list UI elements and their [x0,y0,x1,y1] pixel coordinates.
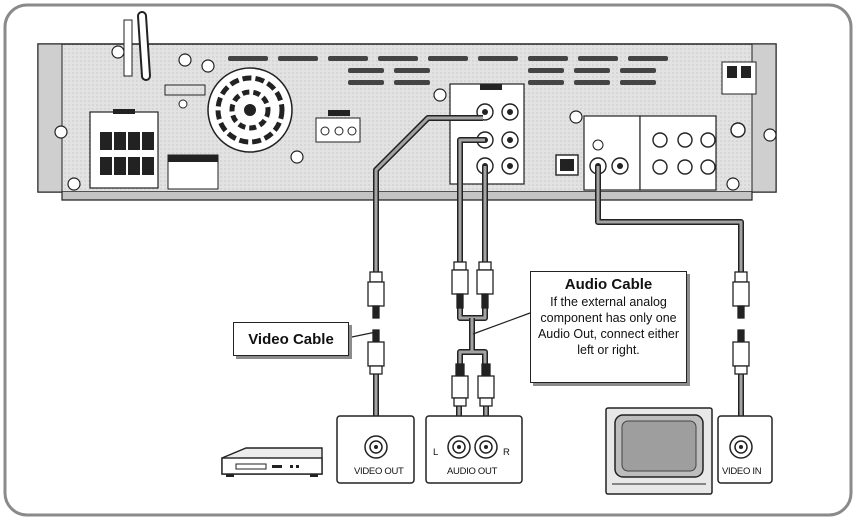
audio-cable-label: Audio Cable [564,276,653,293]
video-in-label: VIDEO IN [722,466,762,477]
receiver-rear-panel [37,11,777,201]
video-cable-callout: Video Cable [233,322,349,356]
video-cable-right [595,166,744,420]
video-out-label: VIDEO OUT [354,466,404,477]
audio-out-label: AUDIO OUT [447,466,498,477]
audio-right-label: R [503,447,510,458]
video-cable-left [373,115,483,420]
rca-plugs [367,261,750,407]
audio-cable [456,137,489,424]
vcr-device [221,447,323,477]
audio-cable-note: If the external analog component has onl… [537,295,680,357]
video-cable-label: Video Cable [248,330,334,348]
audio-left-label: L [433,447,438,458]
tv-device [605,407,713,495]
jack-panel-audio-out [425,415,523,484]
jack-panel-video-out [336,415,415,484]
jack-panel-video-in [717,415,773,484]
audio-cable-callout: Audio Cable If the external analog compo… [530,271,687,383]
